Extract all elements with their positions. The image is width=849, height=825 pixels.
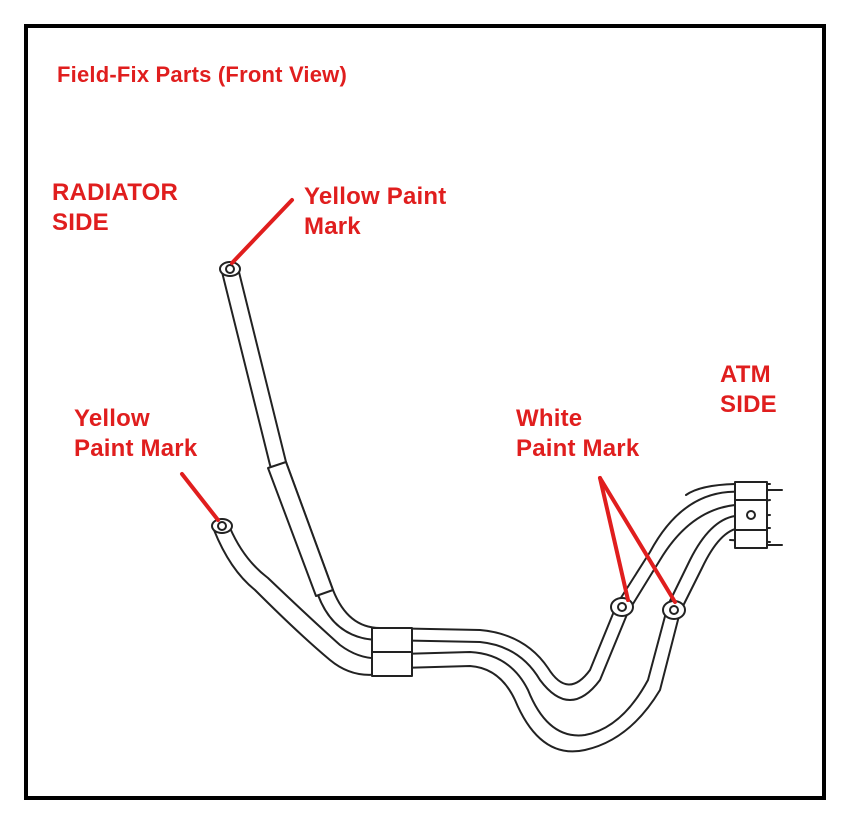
- left-fitting: [211, 518, 233, 534]
- yellow-mark-left-label: Yellow Paint Mark: [74, 405, 198, 462]
- long-pipe: [221, 267, 629, 701]
- pointer-white-2: [598, 476, 677, 604]
- white-mark-fitting-1: [610, 597, 634, 617]
- atm-bracket: [734, 481, 783, 549]
- pointer-white-1: [598, 476, 630, 602]
- white-mark-label: White Paint Mark: [516, 405, 640, 462]
- left-pipe: [213, 527, 681, 753]
- center-clamp: [371, 627, 413, 677]
- diagram-frame: [24, 24, 826, 800]
- pipe-sleeve: [267, 461, 334, 597]
- pointer-yellow-top: [230, 198, 294, 265]
- yellow-mark-top-label: Yellow Paint Mark: [304, 183, 447, 240]
- atm-side-label: ATM SIDE: [720, 361, 777, 418]
- radiator-side-label: RADIATOR SIDE: [52, 179, 179, 236]
- pointer-yellow-left: [180, 472, 220, 522]
- diagram-title: Field-Fix Parts (Front View): [57, 62, 348, 87]
- top-fitting: [219, 261, 241, 277]
